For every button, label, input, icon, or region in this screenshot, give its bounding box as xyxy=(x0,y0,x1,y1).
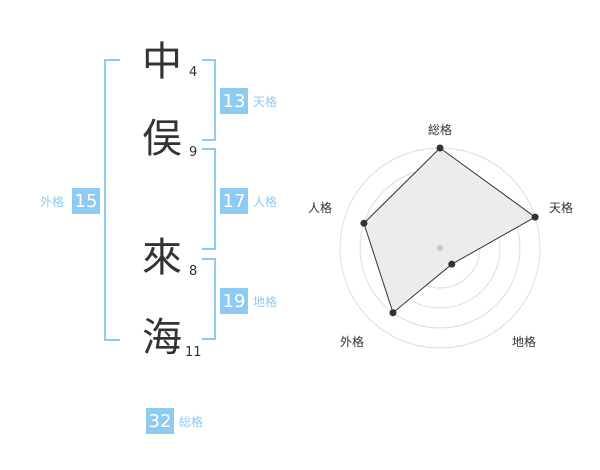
axis-label-tenkaku: 天格 xyxy=(549,200,573,215)
jinkaku-label: 人格 xyxy=(253,195,278,209)
radar-point xyxy=(360,219,368,227)
jinkaku-value: 17 xyxy=(220,188,248,214)
axis-label-jinkaku: 人格 xyxy=(308,200,332,215)
jinkaku-bracket xyxy=(202,148,216,250)
gaikaku-value: 15 xyxy=(72,188,100,214)
chikaku-value: 19 xyxy=(220,288,248,314)
radar-point xyxy=(389,309,397,317)
stroke-count-4: 11 xyxy=(185,345,202,360)
axis-label-soukaku: 総格 xyxy=(428,122,452,137)
chikaku-label: 地格 xyxy=(253,295,278,309)
radar-point xyxy=(436,144,444,152)
name-char-1: 中 xyxy=(142,39,182,85)
radar-area xyxy=(363,147,537,314)
tenkaku-bracket xyxy=(202,59,216,141)
name-char-4: 海 xyxy=(142,315,182,361)
axis-label-gaikaku: 外格 xyxy=(340,334,364,349)
stroke-count-3: 8 xyxy=(189,264,198,279)
tenkaku-label: 天格 xyxy=(253,95,278,109)
stroke-count-2: 9 xyxy=(189,145,198,160)
gaikaku-bracket xyxy=(104,59,120,341)
tenkaku-value: 13 xyxy=(220,88,248,114)
radar-center xyxy=(437,245,443,251)
chikaku-bracket xyxy=(202,258,216,340)
axis-label-chikaku: 地格 xyxy=(512,334,536,349)
soukaku-label: 総格 xyxy=(179,415,204,429)
name-char-2: 俣 xyxy=(142,116,182,162)
soukaku-value: 32 xyxy=(146,408,174,434)
radar-point xyxy=(531,213,539,221)
gaikaku-label: 外格 xyxy=(40,195,65,209)
name-char-3: 來 xyxy=(142,235,182,281)
stroke-count-1: 4 xyxy=(189,65,198,80)
radar-point xyxy=(448,260,456,268)
